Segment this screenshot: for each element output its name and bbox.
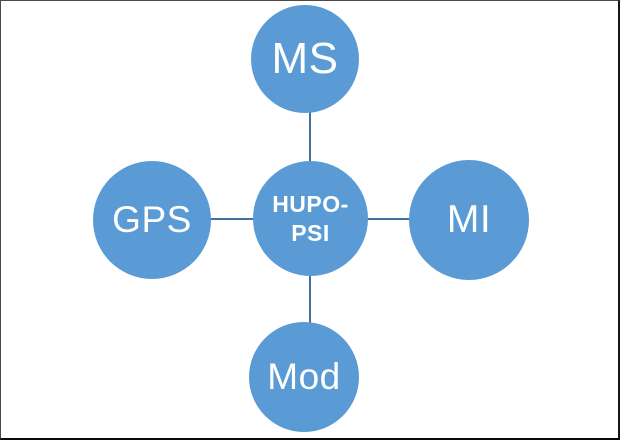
- node-ms: MS: [251, 5, 359, 113]
- node-hupo-psi: HUPO- PSI: [253, 161, 368, 276]
- node-gps-label: GPS: [112, 199, 192, 240]
- node-hupo-psi-label-line1: HUPO-: [272, 190, 349, 217]
- node-mi: MI: [409, 160, 529, 280]
- node-ms-label: MS: [271, 34, 339, 83]
- node-hupo-psi-label-line2: PSI: [291, 219, 330, 246]
- node-gps: GPS: [93, 161, 211, 279]
- node-hupo-psi-label: HUPO- PSI: [272, 190, 349, 248]
- node-mod: Mod: [249, 322, 359, 432]
- node-mi-label: MI: [446, 198, 492, 241]
- node-mod-label: Mod: [267, 356, 341, 397]
